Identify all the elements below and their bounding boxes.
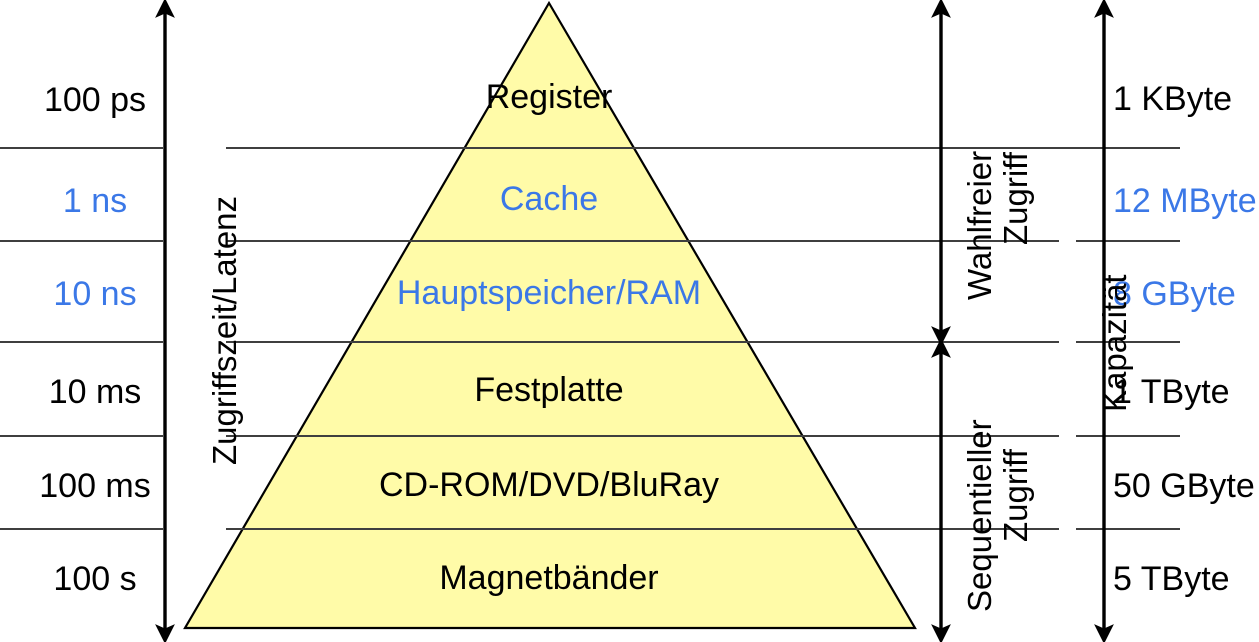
latency-label-1: 1 ns — [62, 182, 128, 220]
pyramid-shape — [183, 0, 917, 630]
sequential-access-label-line2: Zugriff — [997, 449, 1034, 542]
tier-label-cache: Cache — [499, 180, 599, 218]
latency-label-3: 10 ms — [48, 373, 142, 411]
capacity-label-4: 50 GByte — [1113, 467, 1255, 505]
latency-label-5: 100 s — [53, 560, 137, 598]
latency-label-2: 10 ns — [53, 275, 137, 313]
latency-axis-label: Zugriffszeit/Latenz — [206, 195, 243, 465]
latency-label-0: 100 ps — [43, 81, 147, 119]
sequential-access-label-line1: Sequentieller — [961, 419, 998, 612]
tier-label-hauptspeicher: Hauptspeicher/RAM — [396, 274, 702, 312]
tier-label-magnetbaender: Magnetbänder — [439, 559, 659, 597]
capacity-label-0: 1 KByte — [1113, 80, 1233, 118]
random-access-label-line2: Zugriff — [997, 152, 1034, 245]
capacity-axis-label: Kapazität — [1096, 274, 1133, 412]
capacity-label-1: 12 MByte — [1113, 182, 1257, 220]
capacity-label-3: 1 TByte — [1113, 373, 1230, 411]
tier-label-festplatte: Festplatte — [474, 371, 624, 409]
tier-label-optical: CD-ROM/DVD/BluRay — [378, 466, 720, 504]
capacity-label-5: 5 TByte — [1113, 560, 1230, 598]
latency-label-4: 100 ms — [39, 467, 151, 505]
random-access-label-line1: Wahlfreier — [961, 150, 998, 300]
capacity-label-2: 8 GByte — [1113, 275, 1236, 313]
tier-label-register: Register — [485, 78, 613, 116]
divider-lines — [0, 147, 1180, 530]
